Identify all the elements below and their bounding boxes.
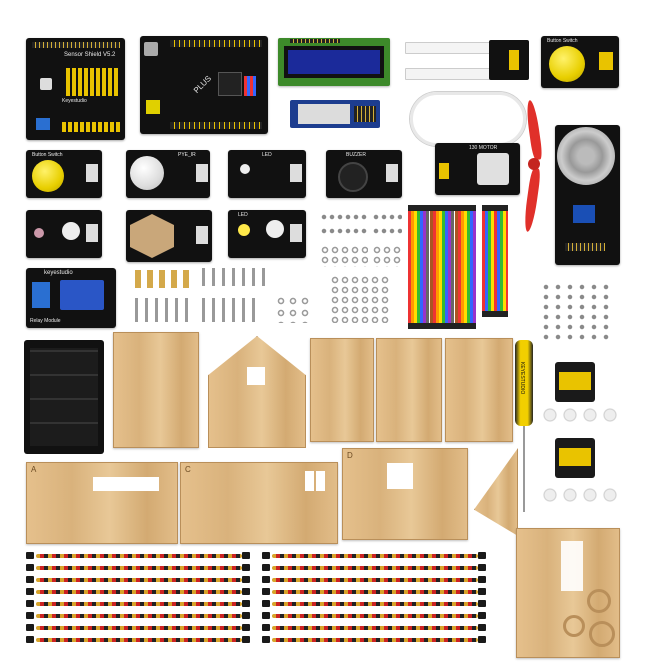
pir-motion-sensor: PYE_IR <box>126 150 210 198</box>
led-icon <box>240 164 250 174</box>
led-label: LED <box>262 152 272 158</box>
steam-sensor-module <box>126 210 212 262</box>
relay-module: keyestudio Relay Module <box>26 268 116 328</box>
led-module-2: LED <box>228 210 306 258</box>
wood-panel-c: C <box>180 462 338 544</box>
screws-pack-2 <box>372 210 402 238</box>
rainbow-jumper-wires-2 <box>482 205 508 317</box>
nuts-pack-1 <box>320 245 368 267</box>
panel-d-letter: D <box>347 451 353 460</box>
wire-bundle-left <box>24 550 254 650</box>
wire-bundle-right <box>260 550 490 650</box>
button-switch-top-label: Button Switch <box>547 38 578 44</box>
soil-moisture-sensor <box>405 40 533 82</box>
wood-panel-a: A <box>26 462 178 544</box>
led-label-2: LED <box>238 212 248 218</box>
yellow-button-icon-2 <box>32 160 64 192</box>
lcd-screen <box>288 50 380 74</box>
servo-motor-1 <box>555 362 595 402</box>
sensor-shield-label: Sensor Shield V5.2 <box>64 52 116 58</box>
panel-a-letter: A <box>31 465 37 474</box>
gear-icon-2 <box>589 621 615 647</box>
pin-header-colored <box>244 76 256 96</box>
screws-pack-right <box>540 282 610 342</box>
wood-panel-roof-small <box>474 448 518 536</box>
wood-panel-1 <box>113 332 199 448</box>
screws-row-2 <box>135 298 195 322</box>
mcu-chip-icon <box>218 72 242 96</box>
button-switch-label: Button Switch <box>32 152 63 158</box>
wood-panel-5 <box>445 338 513 442</box>
power-jack-icon <box>146 100 160 114</box>
battery-holder <box>24 340 104 454</box>
pir-dome-icon <box>130 156 164 190</box>
buzzer-icon <box>338 162 368 192</box>
gas-sensor-module <box>555 125 620 265</box>
wood-parts-sheet <box>516 528 620 658</box>
plus-label: PLUS <box>191 73 214 96</box>
usb-port-icon <box>144 42 158 56</box>
copper-standoffs <box>135 270 189 288</box>
servo-horns-1 <box>540 405 620 425</box>
sensor-shield-brand: Keyestudio <box>62 98 87 104</box>
buzzer-module: BUZZER <box>326 150 402 198</box>
usb-cable <box>410 92 526 146</box>
rainbow-jumper-wires <box>408 205 476 329</box>
led-module: LED <box>228 150 306 198</box>
motor-icon <box>477 153 509 185</box>
relay-text: Relay Module <box>30 318 61 324</box>
screwdriver-icon: KEYESTUDIO <box>515 340 533 512</box>
screws-row-1 <box>202 268 272 286</box>
reset-button-icon <box>40 78 52 90</box>
wood-panel-house-front <box>208 336 306 448</box>
nuts-pack-2 <box>372 245 402 267</box>
fan-propeller-icon <box>522 99 544 235</box>
wood-panel-4 <box>376 338 442 442</box>
servo-motor-2 <box>555 438 595 478</box>
gas-sensor-mesh-icon <box>557 127 615 185</box>
panel-c-letter: C <box>185 465 191 474</box>
relay-brand: keyestudio <box>44 270 73 276</box>
screws-row-3 <box>202 298 257 322</box>
steam-sensor-pad-icon <box>130 214 174 258</box>
photocell-module <box>26 210 102 258</box>
screwdriver-brand: KEYESTUDIO <box>519 362 525 395</box>
plus-mainboard: PLUS <box>140 36 268 134</box>
gear-icon-3 <box>563 615 585 637</box>
bluetooth-module <box>290 100 380 128</box>
pir-label: PYE_IR <box>178 152 196 158</box>
potentiometer-icon <box>573 205 595 223</box>
relay-block-icon <box>60 280 104 310</box>
gear-icon <box>587 589 611 613</box>
yellow-button-icon <box>549 46 585 82</box>
nuts-pack-4 <box>330 275 390 323</box>
nuts-pack-3 <box>275 295 311 323</box>
button-switch-module-top: Button Switch <box>541 36 619 88</box>
fan-module-label: 130 MOTOR <box>469 145 498 151</box>
led-icon-2 <box>238 224 250 236</box>
wood-panel-d: D <box>342 448 468 540</box>
buzzer-label: BUZZER <box>346 152 366 158</box>
button-switch-module: Button Switch <box>26 150 102 198</box>
wood-panel-3 <box>310 338 374 442</box>
lcd-display-module <box>278 38 390 86</box>
servo-horns-2 <box>540 485 620 505</box>
relay-terminal <box>32 282 50 308</box>
fan-motor-module: 130 MOTOR <box>435 143 520 195</box>
sensor-shield-board: Sensor Shield V5.2 Keyestudio <box>26 38 125 140</box>
terminal-block <box>36 118 50 130</box>
screws-pack-1 <box>320 210 368 238</box>
